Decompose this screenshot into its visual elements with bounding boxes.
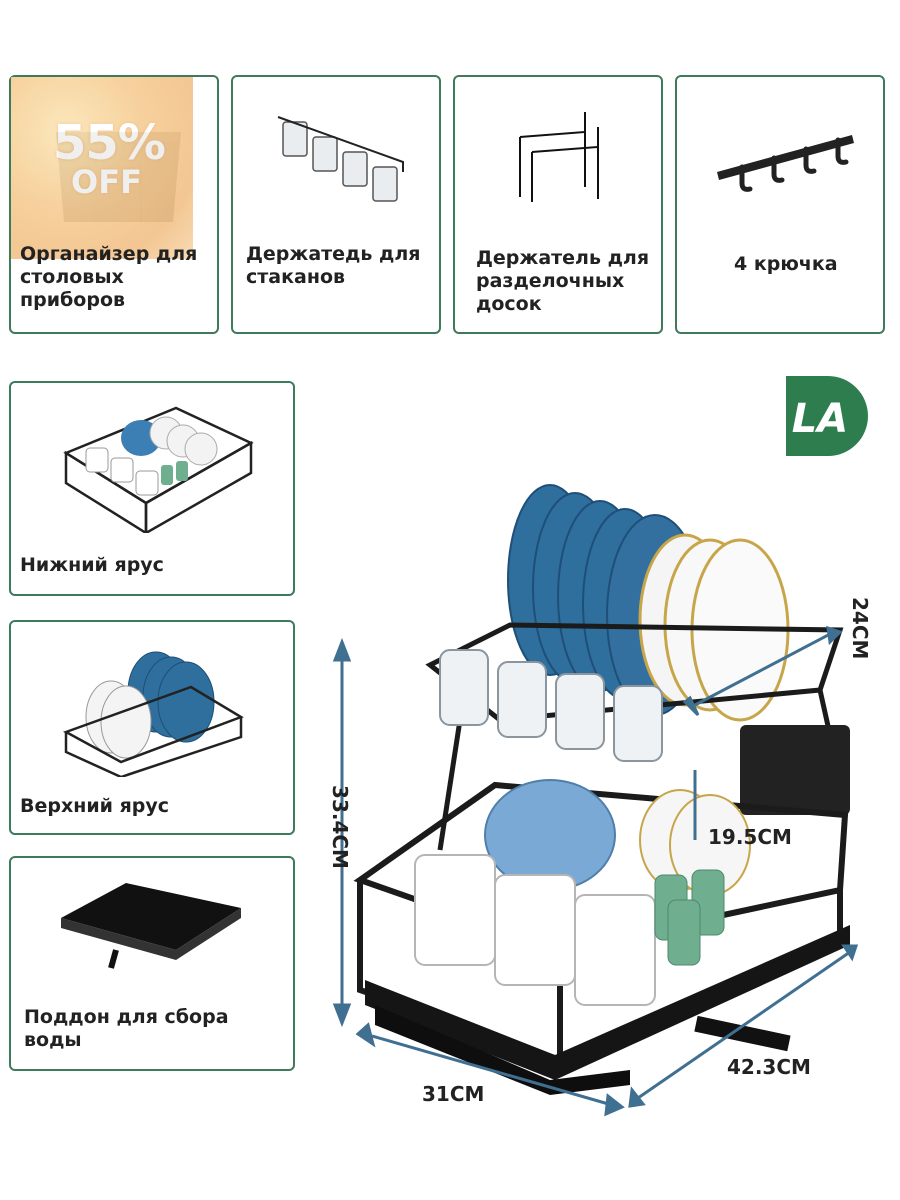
top-tier-icon xyxy=(62,651,244,777)
dim-middle-label: 19.5CM xyxy=(708,825,792,849)
hooks-icon xyxy=(717,135,854,192)
cup-holder-icon xyxy=(277,116,404,202)
part-card-bottom-tier: Нижний ярус xyxy=(9,381,295,596)
part-label: Нижний ярус xyxy=(20,554,164,576)
discount-percent: 55% xyxy=(53,115,166,171)
dim-width-label: 31CM xyxy=(422,1082,485,1106)
part-label: Верхний ярус xyxy=(20,795,170,817)
brand-logo: LA xyxy=(786,376,868,456)
dim-top-width-label: 24CM xyxy=(848,597,872,660)
drip-tray-icon xyxy=(61,883,241,969)
svg-text:LA: LA xyxy=(792,396,848,442)
discount-off: OFF xyxy=(71,163,142,201)
discount-badge: 55% OFF xyxy=(11,77,193,259)
accessory-card-hooks: 4 крючка xyxy=(675,75,885,334)
dish-rack-illustration xyxy=(332,484,859,1117)
part-card-drip-tray: Поддон для сбора воды xyxy=(9,856,295,1071)
accessory-label: Органайзер для столовых приборов xyxy=(20,243,198,311)
accessory-card-cup-holder: Держатедь для стаканов xyxy=(231,75,441,334)
accessory-label: Держатель для разделочных досок xyxy=(476,247,650,315)
dim-height-label: 33.4CM xyxy=(328,785,352,869)
accessory-label: Держатедь для стаканов xyxy=(246,243,421,288)
part-label: Поддон для сбора воды xyxy=(24,1006,229,1051)
accessory-label: 4 крючка xyxy=(734,253,838,275)
dim-depth-label: 42.3CM xyxy=(727,1055,811,1079)
accessory-card-cutlery-organizer: 55% OFF Органайзер для столовых приборов xyxy=(9,75,219,334)
cutting-board-holder-icon xyxy=(519,112,599,202)
accessory-card-board-holder: Держатель для разделочных досок xyxy=(453,75,663,334)
part-card-top-tier: Верхний ярус xyxy=(9,620,295,835)
bottom-tier-icon xyxy=(63,406,254,533)
